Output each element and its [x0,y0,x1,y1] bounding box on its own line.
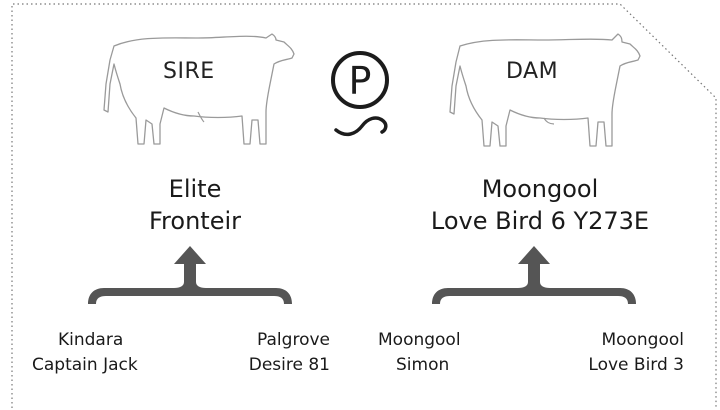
dam-cow-icon [449,33,641,147]
sire-parent-1: Kindara Captain Jack [32,328,138,378]
dam-parent-2: Moongool Love Bird 3 [560,328,684,378]
dam-label: DAM [506,59,559,84]
sire-parent-1-line2: Captain Jack [32,355,138,375]
sire-name-line1: Elite [168,175,222,203]
sire-name: Elite Fronteir [100,173,290,237]
dam-parent-1-line2: Simon [396,355,450,375]
polled-icon: P [331,51,389,137]
dam-parent-1: Moongool Simon [378,328,461,378]
sire-parent-2: Palgrove Desire 81 [222,328,330,378]
sire-label: SIRE [163,59,215,84]
sire-parent-2-line2: Desire 81 [248,355,330,375]
sire-bracket-arrow [88,246,292,304]
dam-parent-2-line2: Love Bird 3 [588,355,684,375]
sire-parent-1-line1: Kindara [58,330,124,350]
dam-name: Moongool Love Bird 6 Y273E [410,173,670,237]
sire-parent-2-line1: Palgrove [257,330,330,350]
sire-cow-icon [103,33,295,145]
polled-letter: P [349,59,372,103]
dam-name-line1: Moongool [481,175,599,203]
dam-parent-2-line1: Moongool [601,330,684,350]
dam-parent-1-line1: Moongool [378,330,461,350]
dam-name-line2: Love Bird 6 Y273E [430,207,650,235]
dam-bracket-arrow [432,246,636,304]
sire-name-line2: Fronteir [148,207,241,235]
